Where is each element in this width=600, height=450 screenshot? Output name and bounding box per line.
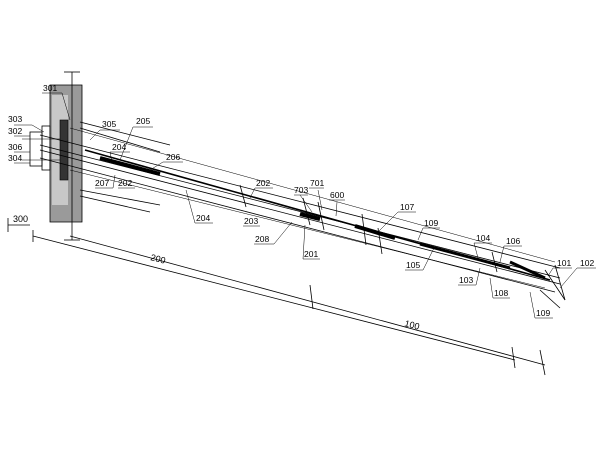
label-101: 101 — [557, 258, 571, 268]
leader-lines — [14, 92, 596, 319]
label-204-bottom: 204 — [196, 213, 210, 223]
label-306: 306 — [8, 142, 22, 152]
label-102: 102 — [580, 258, 594, 268]
coil-sections — [99, 156, 546, 280]
label-208: 208 — [255, 234, 269, 244]
label-106: 106 — [506, 236, 520, 246]
label-105: 105 — [406, 260, 420, 270]
label-600: 600 — [330, 190, 344, 200]
label-202-mid: 202 — [256, 178, 270, 188]
label-304: 304 — [8, 153, 22, 163]
label-103: 103 — [459, 275, 473, 285]
label-204-top: 204 — [112, 142, 126, 152]
dim-300: 300 — [13, 214, 28, 224]
dim-200: 200 — [150, 252, 167, 265]
label-104: 104 — [476, 233, 490, 243]
label-701: 701 — [310, 178, 324, 188]
label-201: 201 — [304, 249, 318, 259]
anchor-rod — [39, 127, 561, 293]
label-109-top: 109 — [424, 218, 438, 228]
label-202-left: 202 — [118, 178, 132, 188]
rebar-stubs — [79, 121, 498, 273]
dim-100: 100 — [404, 318, 421, 331]
label-303: 303 — [8, 114, 22, 124]
label-302: 302 — [8, 126, 22, 136]
label-305: 305 — [102, 119, 116, 129]
anchor-head — [22, 119, 69, 181]
label-206: 206 — [166, 152, 180, 162]
label-203: 203 — [244, 216, 258, 226]
label-205: 205 — [136, 116, 150, 126]
label-207: 207 — [95, 178, 109, 188]
dimension-lines — [7, 218, 546, 376]
label-108: 108 — [494, 288, 508, 298]
part-labels: 301 303 302 306 304 305 205 204 206 207 … — [8, 83, 594, 318]
label-703: 703 — [294, 185, 308, 195]
label-109-bottom: 109 — [536, 308, 550, 318]
dimension-labels: 300 200 100 — [13, 214, 421, 332]
label-107: 107 — [400, 202, 414, 212]
label-301: 301 — [43, 83, 57, 93]
